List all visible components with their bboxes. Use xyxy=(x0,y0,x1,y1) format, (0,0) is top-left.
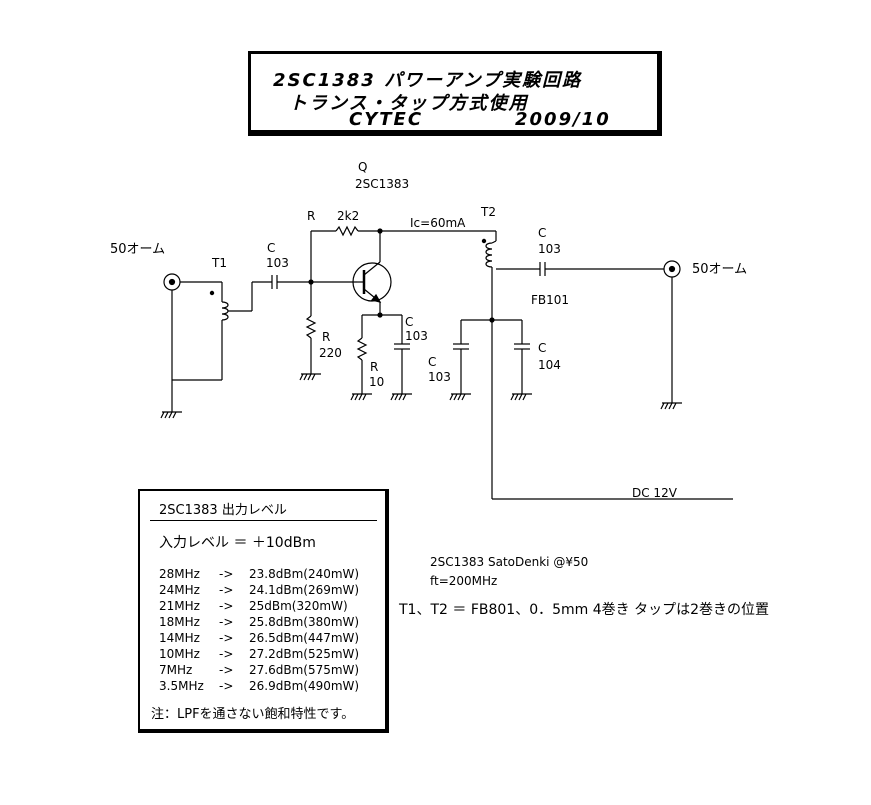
title-line-1: 2SC1383 パワーアンプ実験回路 xyxy=(273,70,583,91)
dc-supply-label: DC 12V xyxy=(632,486,677,500)
panel-footnote: 注：LPFを通さない飽和特性です。 xyxy=(151,707,355,722)
r-bias-label: R xyxy=(322,330,331,344)
r-emitter-value: 10 xyxy=(369,375,385,389)
panel-row-arrow: -> xyxy=(219,631,234,645)
panel-row-level: 23.8dBm(240mW) xyxy=(249,567,360,581)
q-part-label: 2SC1383 xyxy=(355,177,410,191)
title-line-3-right: 2009/10 xyxy=(515,109,611,130)
panel-row-arrow: -> xyxy=(219,647,234,661)
panel-row-arrow: -> xyxy=(219,679,234,693)
panel-row-level: 24.1dBm(269mW) xyxy=(249,583,360,597)
c-dec2-label: C xyxy=(538,341,547,355)
panel-row-freq: 24MHz xyxy=(159,583,200,597)
ic-label: Ic=60mA xyxy=(410,216,466,230)
output-connector-symbol xyxy=(663,260,681,278)
fb101-label: FB101 xyxy=(531,293,570,307)
panel-row-level: 27.2dBm(525mW) xyxy=(249,647,360,661)
c-emitter-symbol xyxy=(394,343,410,350)
c-emitter-label: C xyxy=(405,315,414,329)
t2-transformer-symbol xyxy=(485,240,540,320)
panel-row-level: 26.5dBm(447mW) xyxy=(249,631,360,645)
panel-row-freq: 18MHz xyxy=(159,615,200,629)
panel-row-level: 25dBm(320mW) xyxy=(249,599,348,613)
panel-heading-underline xyxy=(150,520,377,521)
panel-heading: 2SC1383 出力レベル xyxy=(159,503,287,518)
panel-row-freq: 14MHz xyxy=(159,631,200,645)
c-dec2-value: 104 xyxy=(538,358,561,372)
ground-emitter-symbols xyxy=(350,393,412,401)
panel-row-freq: 28MHz xyxy=(159,567,200,581)
r-feedback-value: 2k2 xyxy=(337,209,360,223)
c-out-label: C xyxy=(538,226,547,240)
note-transformer: T1、T2 ＝ FB801、0．5mm 4巻き タップは2巻きの位置 xyxy=(399,602,770,618)
panel-row-level: 26.9dBm(490mW) xyxy=(249,679,360,693)
c-emitter-value: 103 xyxy=(405,329,428,343)
t1-label: T1 xyxy=(212,256,227,270)
transistor-q-symbol xyxy=(352,261,392,303)
panel-row-arrow: -> xyxy=(219,615,234,629)
c-dec1-label: C xyxy=(428,355,437,369)
ground-rbias-symbol xyxy=(299,373,321,381)
c-in-symbol xyxy=(271,275,278,289)
panel-input-level: 入力レベル ＝ ＋10dBm xyxy=(159,535,316,551)
r-emitter-label: R xyxy=(370,360,379,374)
panel-row-freq: 3.5MHz xyxy=(159,679,204,693)
c-in-label: C xyxy=(267,241,276,255)
r-feedback-symbol xyxy=(335,225,359,237)
title-box: 2SC1383 パワーアンプ実験回路 トランス・タップ方式使用 CYTEC 20… xyxy=(248,51,662,136)
r-emitter-symbol xyxy=(356,337,368,361)
r-bias-symbol xyxy=(305,315,317,339)
ground-output-symbol xyxy=(660,402,682,410)
note-source: 2SC1383 SatoDenki @¥50 xyxy=(430,555,589,569)
output-level-panel: 2SC1383 出力レベル 入力レベル ＝ ＋10dBm 28MHz -> 23.8… xyxy=(138,489,389,733)
ground-decoupling-symbols xyxy=(449,393,532,401)
c-in-value: 103 xyxy=(266,256,289,270)
panel-row-arrow: -> xyxy=(219,567,234,581)
panel-row-freq: 7MHz xyxy=(159,663,193,677)
c-out-value: 103 xyxy=(538,242,561,256)
title-line-2: トランス・タップ方式使用 xyxy=(289,93,529,114)
c-dec1-value: 103 xyxy=(428,370,451,384)
ground-input-symbol xyxy=(160,411,182,419)
output-50ohm-label: 50オーム xyxy=(692,262,748,277)
title-line-3-left: CYTEC xyxy=(349,109,424,130)
panel-row-arrow: -> xyxy=(219,583,234,597)
input-connector-symbol xyxy=(163,273,181,291)
q-label: Q xyxy=(358,160,368,174)
t1-transformer-symbol xyxy=(209,282,252,380)
r-bias-value: 220 xyxy=(319,346,342,360)
t2-label: T2 xyxy=(481,205,496,219)
panel-row-level: 27.6dBm(575mW) xyxy=(249,663,360,677)
panel-row-level: 25.8dBm(380mW) xyxy=(249,615,360,629)
panel-row-freq: 21MHz xyxy=(159,599,200,613)
panel-row-freq: 10MHz xyxy=(159,647,200,661)
c-out-symbol xyxy=(539,262,546,276)
panel-row-arrow: -> xyxy=(219,599,234,613)
r-feedback-label: R xyxy=(307,209,316,223)
input-50ohm-label: 50オーム xyxy=(110,242,166,257)
note-ft: ft=200MHz xyxy=(430,574,498,588)
panel-row-arrow: -> xyxy=(219,663,234,677)
